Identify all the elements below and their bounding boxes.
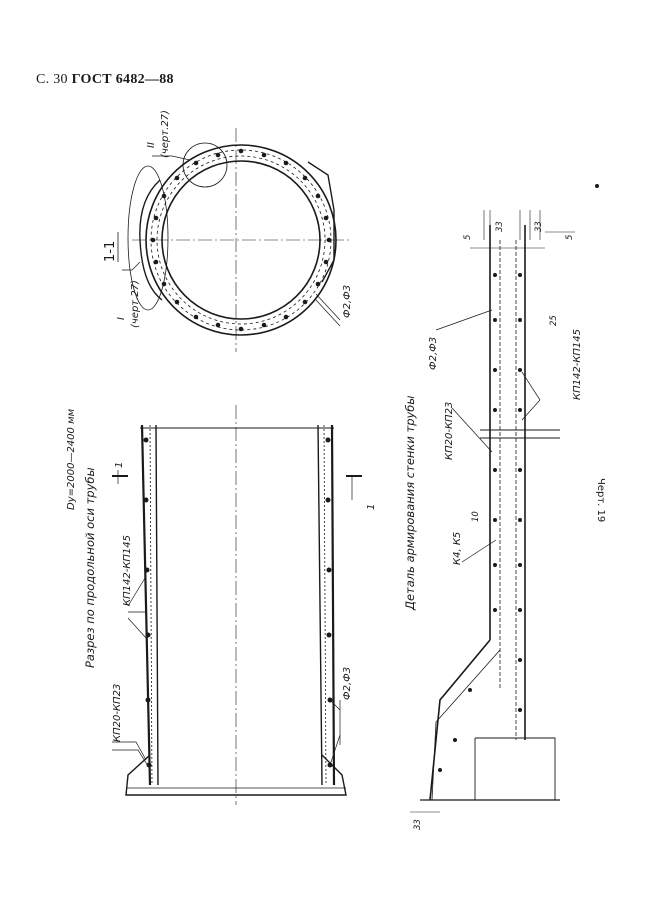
section-mark-1-1: 1-1 (103, 241, 118, 262)
rebar-dots-left (143, 437, 333, 768)
view-II-label: II (146, 142, 157, 148)
detail-title: Деталь армирования стенки трубы (403, 396, 417, 611)
label-kp142-left: КП142-КП145 (122, 535, 133, 606)
label-kp20-left: КП20-КП23 (112, 684, 123, 742)
view-II-ref: (черт.27) (160, 110, 171, 158)
dim-10: 10 (471, 511, 481, 522)
label-f-detail: Ф2,Ф3 (428, 337, 439, 370)
label-k4k5: К4, К5 (452, 532, 463, 565)
reinforcement-detail (410, 210, 575, 813)
dim-5-top: 5 (463, 235, 473, 240)
cut-mark-1-bottom: 1 (366, 504, 377, 510)
detail-ticks (438, 273, 522, 772)
cut-mark-1-top: 1 (114, 462, 125, 468)
label-f-circle: Ф2,Ф3 (342, 285, 353, 318)
figure-caption: Черт. 19 (595, 478, 606, 522)
label-kp20-detail: КП20-КП23 (444, 402, 455, 460)
label-kp142-detail: КП142-КП145 (572, 329, 583, 400)
standard-code: ГОСТ 6482—88 (71, 72, 174, 87)
dim-33-top-b: 33 (534, 221, 544, 232)
cross-section (122, 128, 350, 352)
dim-25: 25 (549, 315, 559, 326)
view-I-ref: (черт.27) (130, 280, 141, 328)
diameter-label: Dу=2000—2400 мм (66, 408, 77, 510)
longitudinal-section (112, 405, 362, 805)
dim-33-bottom: 33 (413, 819, 423, 830)
label-f-left: Ф2,Ф3 (342, 667, 353, 700)
section-title: Разрез по продольной оси трубы (83, 467, 97, 668)
dim-33-top-a: 33 (495, 221, 505, 232)
view-I-label: I (116, 317, 127, 320)
page-header: С. 30 ГОСТ 6482—88 (36, 72, 174, 88)
dim-5-right: 5 (565, 235, 575, 240)
rebar-dots-ring (150, 148, 332, 332)
page-number: С. 30 (36, 72, 68, 87)
